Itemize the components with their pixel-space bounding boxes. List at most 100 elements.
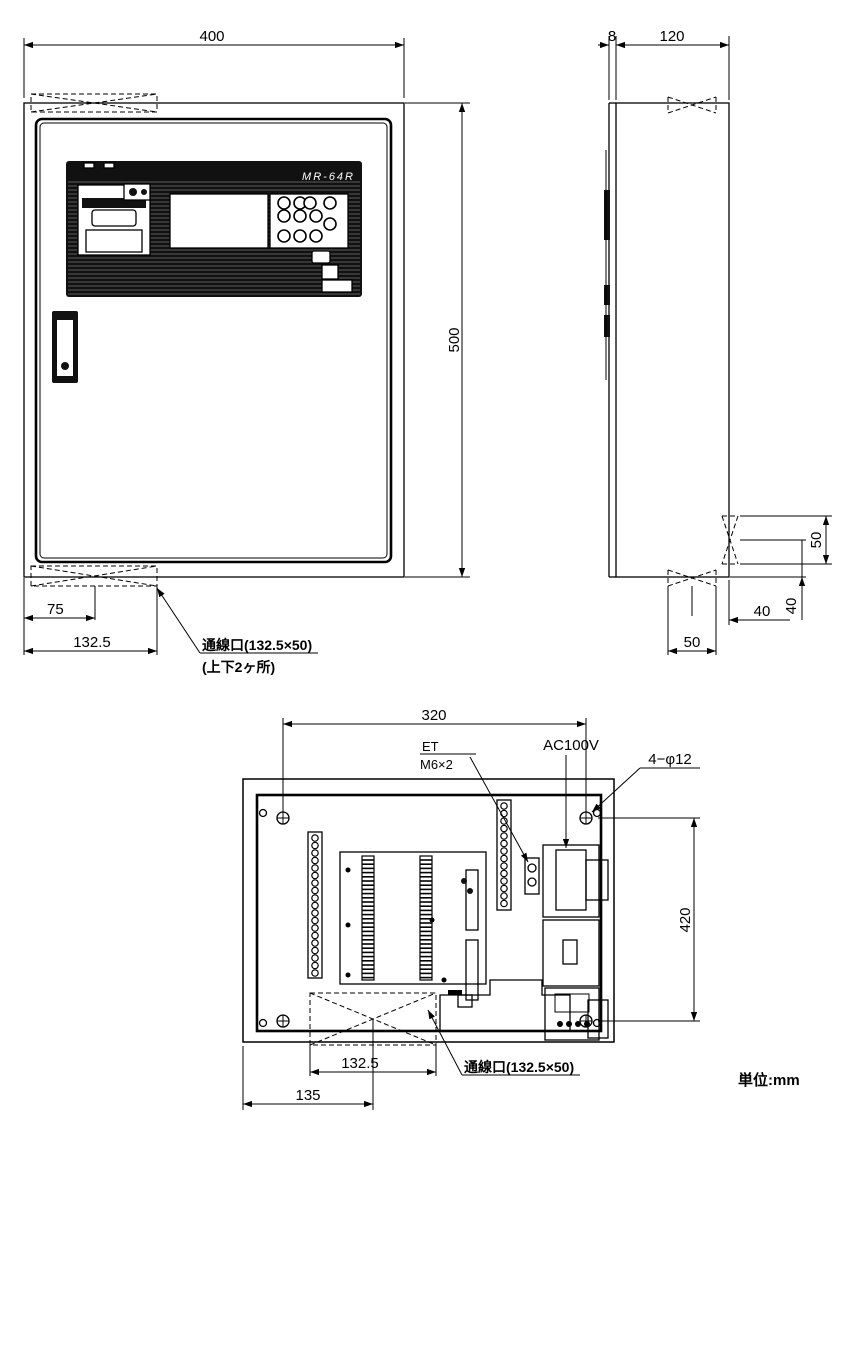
lcd-display xyxy=(169,193,269,249)
front-enclosure-outline xyxy=(23,102,405,578)
unit-label: 単位:mm xyxy=(738,1071,800,1089)
relay-pin xyxy=(575,1021,581,1027)
side-vent-height-dim: 50 xyxy=(808,532,825,549)
terminal-dot xyxy=(500,884,508,893)
corner-screw xyxy=(592,808,602,818)
board-dot xyxy=(441,977,447,983)
keypad-button xyxy=(303,196,317,210)
terminal-dot xyxy=(311,954,319,962)
relay-pin xyxy=(566,1021,572,1027)
inner-dimensions: 320 420 ET M6×2 AC100V 4−φ12 132.5 135 通… xyxy=(242,707,800,1110)
holes-label: 4−φ12 xyxy=(648,751,692,768)
terminal-dot xyxy=(311,856,319,865)
keypad-button xyxy=(323,217,337,231)
front-vent-width-dim: 132.5 xyxy=(73,634,111,651)
terminal-dot xyxy=(311,871,319,880)
door-handle xyxy=(52,311,78,383)
front-top-vent xyxy=(30,93,158,113)
terminal-dot xyxy=(311,924,319,932)
terminal-dot xyxy=(311,834,319,842)
front-vent-label: 通線口(132.5×50) xyxy=(202,637,312,653)
terminal-dot xyxy=(311,864,319,872)
front-vent-sublabel: (上下2ヶ所) xyxy=(202,659,275,675)
front-bottom-vent xyxy=(30,565,158,587)
board-dot xyxy=(429,917,435,923)
relay-pin xyxy=(557,1021,563,1027)
relay-side-block xyxy=(587,999,609,1039)
terminal-dot xyxy=(500,892,508,900)
terminal-dot xyxy=(311,931,319,940)
side-enclosure-outline xyxy=(615,102,730,578)
corner-screw xyxy=(258,1018,268,1028)
relay-pin xyxy=(584,1021,590,1027)
earth-terminal-label: ET xyxy=(422,739,439,754)
back-panel xyxy=(255,793,603,1033)
terminal-dot xyxy=(311,894,319,902)
inner-vent-offset-dim: 135 xyxy=(295,1087,320,1104)
power-label: AC100V xyxy=(543,737,599,754)
terminal-dot xyxy=(500,839,508,848)
terminal-dot xyxy=(500,877,508,885)
left-terminal-strip xyxy=(307,831,323,979)
relay-module-lower xyxy=(544,987,600,1041)
right-lower-rects xyxy=(439,979,609,1041)
corner-screw xyxy=(592,1018,602,1028)
terminal-dot xyxy=(311,961,319,970)
terminal-dot xyxy=(311,916,319,925)
inner-vent-width-dim: 132.5 xyxy=(341,1055,379,1072)
side-depth-dim: 120 xyxy=(659,28,684,45)
side-back-vent xyxy=(721,515,739,565)
front-view: MR-64R 400 500 75 132.5 通線口(1 xyxy=(23,28,470,675)
terminal-dot xyxy=(311,946,319,955)
bracket-tab xyxy=(448,990,462,995)
front-vent-offset-dim: 75 xyxy=(47,601,64,618)
model-logo: MR-64R xyxy=(302,171,355,183)
control-panel: MR-64R xyxy=(66,161,362,297)
side-bottom-offset-dim-vertical: 40 xyxy=(783,598,800,615)
relay-unit xyxy=(554,993,590,1013)
terminal-dot xyxy=(500,847,508,855)
keypad-button xyxy=(309,209,323,223)
terminal-dot xyxy=(500,869,508,878)
keypad-button xyxy=(309,229,323,243)
terminal-dot xyxy=(500,899,508,908)
front-width-dim: 400 xyxy=(199,28,224,45)
corner-screw xyxy=(258,808,268,818)
power-module xyxy=(542,844,600,918)
terminal-dot xyxy=(500,832,508,840)
keypad-button xyxy=(293,209,307,223)
side-bottom-vent xyxy=(667,569,717,587)
side-top-vent xyxy=(667,96,717,114)
inner-hole-pitch-dim: 320 xyxy=(421,707,446,724)
inner-hole-vertical-dim: 420 xyxy=(677,907,694,932)
earth-terminal xyxy=(524,857,540,895)
terminal-dot xyxy=(311,909,319,917)
earth-terminal-spec: M6×2 xyxy=(420,757,453,772)
board-dot xyxy=(345,867,351,873)
terminal-dot xyxy=(311,879,319,887)
terminal-dot xyxy=(311,841,319,850)
upper-terminal-strip xyxy=(496,799,512,911)
terminal-dot xyxy=(500,854,508,863)
side-flange-dim: 8 xyxy=(608,28,616,45)
keypad-button xyxy=(293,229,307,243)
terminal-dot xyxy=(311,939,319,947)
keypad-button xyxy=(277,209,291,223)
terminal-dot xyxy=(311,969,319,977)
terminal-dot xyxy=(500,802,508,810)
keypad-button xyxy=(277,229,291,243)
board-dot xyxy=(345,972,351,978)
side-bottom-offset-dim: 40 xyxy=(754,603,771,620)
board-dot xyxy=(345,922,351,928)
terminal-dot xyxy=(311,901,319,910)
terminal-dot xyxy=(500,824,508,833)
side-view: 8 120 50 40 40 50 xyxy=(598,28,832,655)
terminal-board xyxy=(339,851,487,985)
terminal-dot xyxy=(500,862,508,870)
keypad-button xyxy=(323,196,337,210)
front-height-dim: 500 xyxy=(446,327,463,352)
front-door xyxy=(34,117,393,564)
keypad-button xyxy=(277,196,291,210)
inner-view xyxy=(242,778,615,1046)
